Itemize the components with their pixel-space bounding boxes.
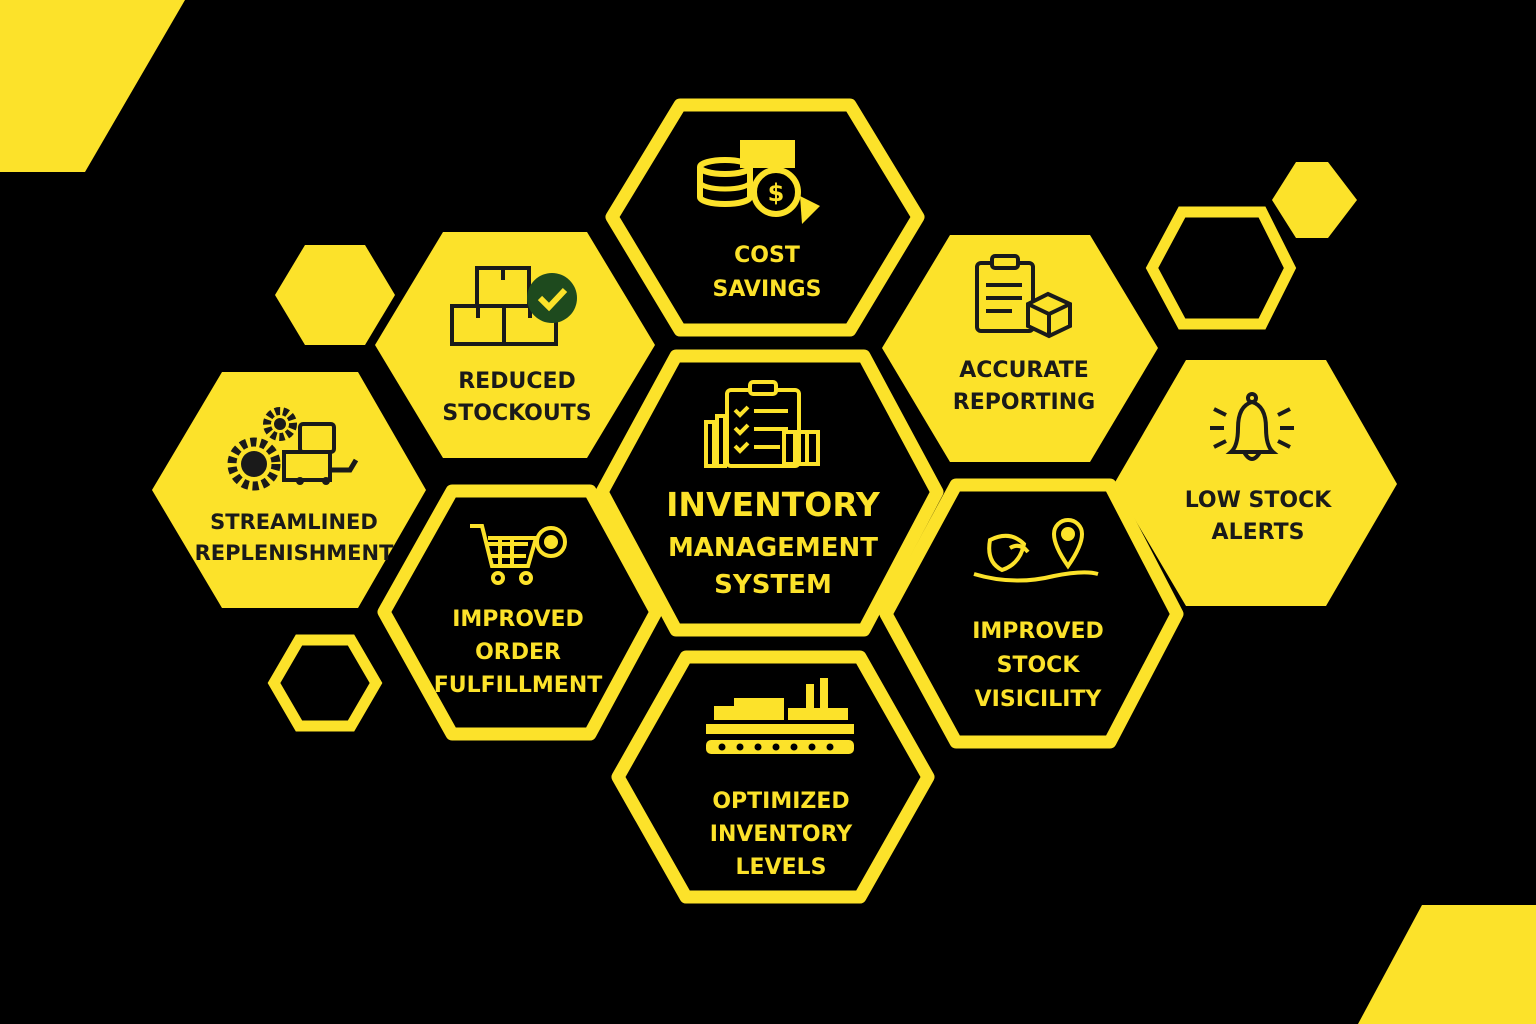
coins-dollar-icon bbox=[697, 140, 820, 224]
boxes-check-icon bbox=[450, 266, 577, 346]
shopping-cart-icon bbox=[470, 524, 567, 585]
dollar-sign: $ bbox=[768, 179, 785, 207]
center-inventory-management-system: INVENTORY MANAGEMENT SYSTEM bbox=[595, 349, 944, 637]
cost-savings-line-1: COST bbox=[734, 243, 800, 268]
conveyor-rollers bbox=[718, 743, 834, 751]
corner-accent-bottom-right bbox=[1358, 905, 1536, 1024]
benefit-accurate-reporting: ACCURATE REPORTING bbox=[882, 235, 1158, 462]
bell-icon bbox=[1210, 392, 1294, 461]
reduced-stockouts-line-2: STOCKOUTS bbox=[442, 401, 591, 426]
decor-hexagon-outline-left bbox=[267, 634, 383, 732]
inventory-levels-line-3: LEVELS bbox=[736, 855, 827, 880]
benefit-streamlined-replenishment: STREAMLINED REPLENISHMENT bbox=[152, 372, 426, 608]
inventory-levels-line-2: INVENTORY bbox=[710, 822, 854, 847]
clipboard-checklist-icon bbox=[704, 380, 820, 468]
map-location-icon bbox=[973, 517, 1099, 583]
order-fulfillment-line-3: FULFILLMENT bbox=[434, 673, 603, 698]
inventory-levels-line-1: OPTIMIZED bbox=[712, 789, 849, 814]
reduced-stockouts-line-1: REDUCED bbox=[458, 369, 576, 394]
order-fulfillment-line-2: ORDER bbox=[475, 640, 561, 665]
benefit-improved-order-fulfillment: IMPROVED ORDER FULFILLMENT bbox=[377, 484, 663, 741]
corner-accent-top-left bbox=[0, 0, 185, 172]
center-title-line-3: SYSTEM bbox=[714, 570, 832, 600]
center-title-line-1: INVENTORY bbox=[666, 485, 881, 524]
cost-savings-line-2: SAVINGS bbox=[713, 277, 822, 302]
stock-visibility-line-3: VISICILITY bbox=[975, 687, 1103, 712]
benefit-low-stock-alerts: LOW STOCK ALERTS bbox=[1114, 360, 1397, 606]
benefit-improved-stock-visibility: IMPROVED STOCK VISICILITY bbox=[879, 478, 1184, 749]
order-fulfillment-line-1: IMPROVED bbox=[452, 607, 584, 632]
decor-hexagon-solid-right bbox=[1272, 162, 1357, 238]
low-stock-alerts-line-2: ALERTS bbox=[1212, 520, 1305, 545]
benefit-optimized-inventory-levels: OPTIMIZED INVENTORY LEVELS bbox=[611, 650, 935, 904]
accurate-reporting-line-2: REPORTING bbox=[953, 390, 1095, 415]
clipboard-box-icon bbox=[975, 254, 1072, 339]
decor-hexagon-solid-left bbox=[275, 245, 395, 345]
streamlined-replenishment-line-2: REPLENISHMENT bbox=[195, 541, 395, 565]
accurate-reporting-line-1: ACCURATE bbox=[959, 358, 1088, 383]
factory-conveyor-icon bbox=[706, 678, 854, 754]
benefit-reduced-stockouts: REDUCED STOCKOUTS bbox=[375, 232, 655, 458]
center-title-line-2: MANAGEMENT bbox=[668, 533, 878, 563]
stock-visibility-line-1: IMPROVED bbox=[972, 619, 1104, 644]
streamlined-replenishment-line-1: STREAMLINED bbox=[210, 510, 378, 534]
stock-visibility-line-2: STOCK bbox=[997, 653, 1081, 678]
gears-truck-icon bbox=[227, 407, 359, 491]
benefit-cost-savings: $ COST SAVINGS bbox=[605, 98, 925, 337]
low-stock-alerts-line-1: LOW STOCK bbox=[1185, 488, 1333, 513]
decor-hexagon-outline-right bbox=[1145, 206, 1297, 330]
